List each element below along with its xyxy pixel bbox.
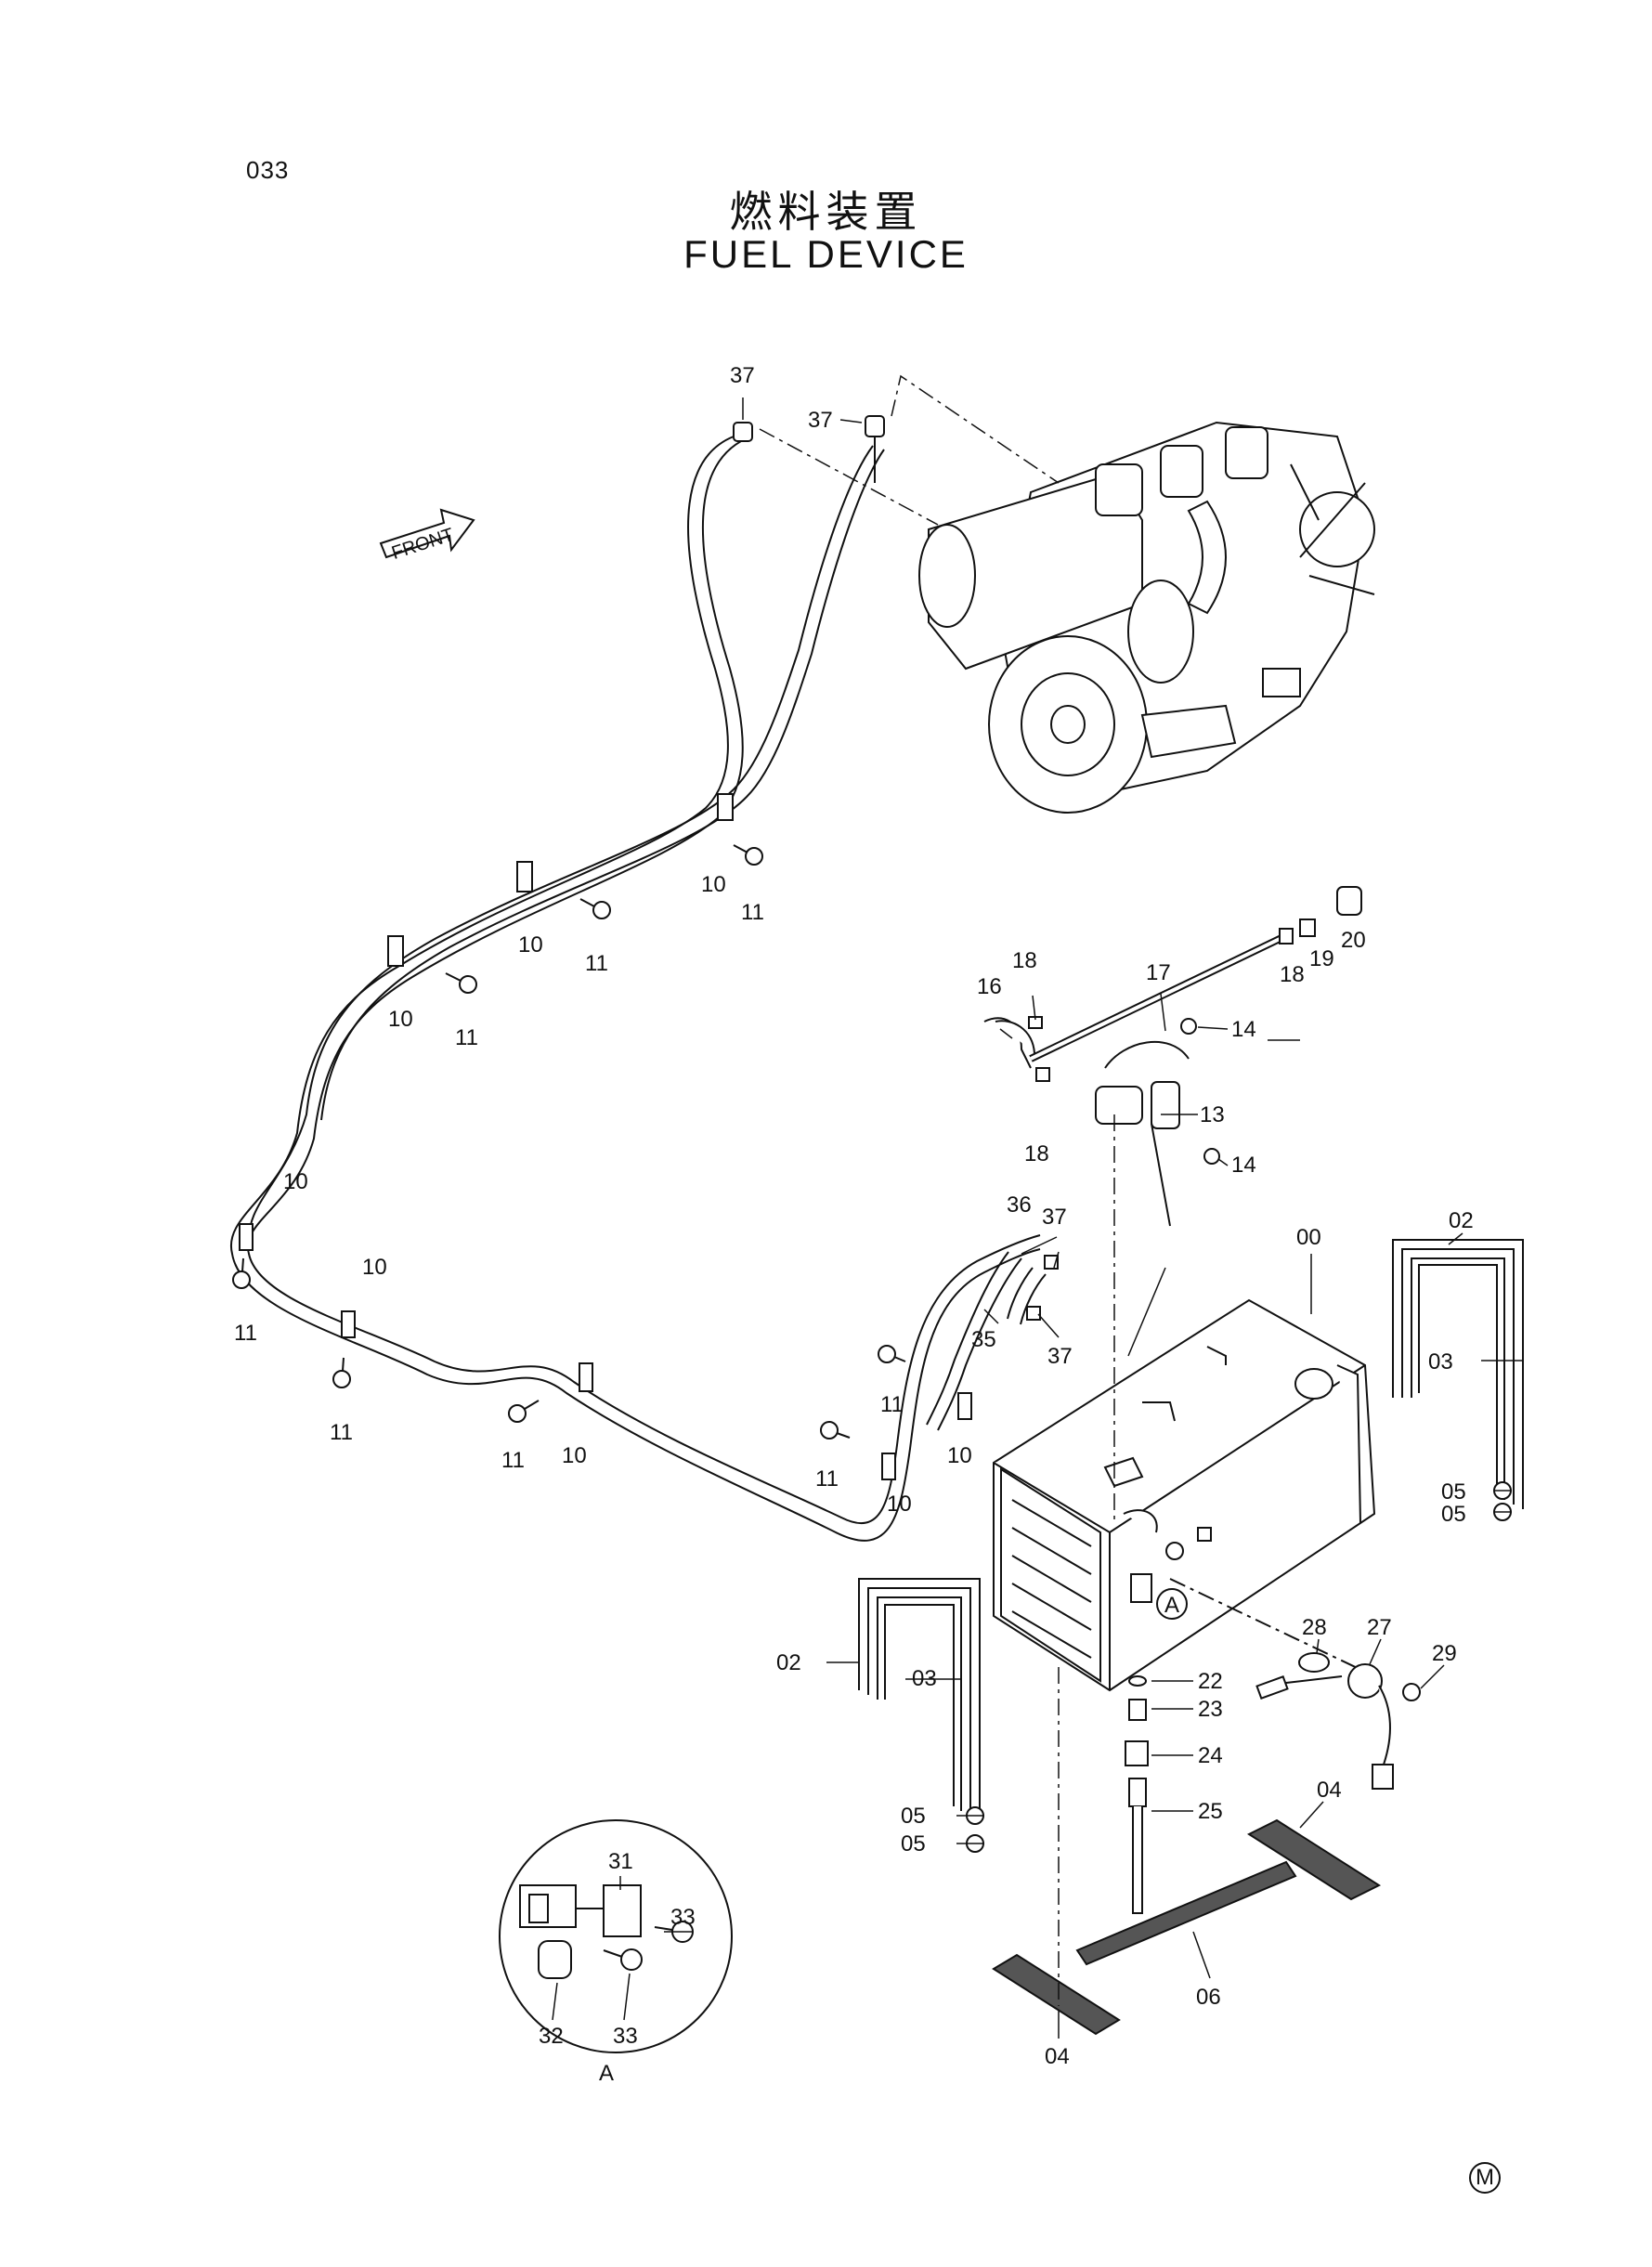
clamp-bolts — [232, 844, 906, 1440]
part-label-25: 25 — [1198, 1799, 1223, 1824]
callout-a-label: A — [1164, 1593, 1179, 1618]
part-label-05: 05 — [901, 1804, 926, 1829]
part-label-22: 22 — [1198, 1669, 1223, 1694]
part-label-10: 10 — [283, 1169, 308, 1194]
hose-clamps — [239, 793, 972, 1480]
part-label-10: 10 — [388, 1007, 413, 1032]
engine-assembly — [918, 421, 1375, 814]
tank-pad-leader — [1058, 1114, 1115, 2006]
corner-mark-icon: M — [1469, 2162, 1501, 2194]
part-label-31: 31 — [608, 1849, 633, 1874]
fuel-filter-assembly — [983, 886, 1362, 1227]
part-label-11: 11 — [455, 1025, 478, 1050]
part-label-32: 32 — [539, 2024, 564, 2049]
page-number: 033 — [246, 156, 290, 184]
part-label-04: 04 — [1317, 1778, 1342, 1803]
label-leaders — [552, 397, 1523, 2039]
part-label-13: 13 — [1200, 1102, 1225, 1127]
part-label-05: 05 — [1441, 1502, 1466, 1527]
part-label-11: 11 — [585, 951, 608, 976]
part-label-03: 03 — [1428, 1349, 1453, 1375]
part-label-10: 10 — [887, 1492, 912, 1517]
part-label-11: 11 — [815, 1466, 839, 1492]
front-arrow-icon: FRONT — [379, 508, 475, 564]
part-label-10: 10 — [562, 1443, 587, 1468]
part-label-19: 19 — [1309, 946, 1334, 971]
part-label-37: 37 — [730, 363, 755, 388]
part-label-03: 03 — [912, 1666, 937, 1691]
callout-a-circle — [1156, 1588, 1188, 1620]
part-label-10: 10 — [947, 1443, 972, 1468]
part-label-04: 04 — [1045, 2044, 1070, 2069]
part-label-02: 02 — [776, 1650, 801, 1675]
part-label-33: 33 — [613, 2024, 638, 2049]
part-label-36: 36 — [1007, 1192, 1032, 1218]
part-label-35: 35 — [971, 1327, 996, 1352]
part-label-17: 17 — [1146, 960, 1171, 985]
part-label-27: 27 — [1367, 1615, 1392, 1640]
part-label-10: 10 — [362, 1255, 387, 1280]
part-label-37: 37 — [1047, 1344, 1073, 1369]
part-label-11: 11 — [880, 1392, 904, 1417]
part-label-10: 10 — [518, 932, 543, 958]
part-label-37: 37 — [808, 408, 833, 433]
return-hoses — [926, 1251, 1059, 1431]
title-japanese: 燃料装置 — [729, 187, 923, 237]
fuel-hoses — [229, 436, 1041, 1542]
detail-a-label: A — [599, 2061, 614, 2086]
part-label-11: 11 — [234, 1321, 257, 1346]
part-label-05: 05 — [901, 1831, 926, 1857]
fuel-level-sender — [1169, 1578, 1421, 1790]
part-label-05: 05 — [1441, 1479, 1466, 1505]
rubber-pads — [992, 1818, 1382, 2036]
title-english: FUEL DEVICE — [683, 232, 969, 276]
part-label-10: 10 — [701, 872, 726, 897]
part-label-18: 18 — [1012, 948, 1037, 973]
part-label-06: 06 — [1196, 1985, 1221, 2010]
part-label-29: 29 — [1432, 1641, 1457, 1666]
part-number-labels: 37 37 17 18 16 18 19 20 14 13 14 18 36 3… — [234, 363, 1474, 2086]
part-label-11: 11 — [501, 1448, 525, 1473]
hose-fittings-top — [733, 415, 885, 483]
part-label-37: 37 — [1042, 1205, 1067, 1230]
part-label-14: 14 — [1231, 1153, 1256, 1178]
fuel-tank — [993, 1298, 1376, 1692]
part-label-11: 11 — [330, 1420, 353, 1445]
part-label-20: 20 — [1341, 928, 1366, 953]
part-label-00: 00 — [1296, 1225, 1321, 1250]
engine-connection-leaders — [759, 374, 1060, 526]
drain-components — [1125, 1675, 1149, 1914]
part-label-16: 16 — [977, 974, 1002, 999]
part-label-24: 24 — [1198, 1743, 1223, 1768]
part-label-11: 11 — [741, 900, 764, 925]
tank-straps-left — [858, 1578, 981, 1820]
part-label-23: 23 — [1198, 1697, 1223, 1722]
part-label-33: 33 — [670, 1905, 696, 1930]
part-label-28: 28 — [1302, 1615, 1327, 1640]
part-label-18: 18 — [1280, 962, 1305, 987]
part-label-14: 14 — [1231, 1017, 1256, 1042]
part-label-18: 18 — [1024, 1141, 1049, 1166]
tank-straps-right — [1392, 1239, 1524, 1509]
detail-a-view — [499, 1819, 733, 2053]
part-label-02: 02 — [1449, 1208, 1474, 1233]
